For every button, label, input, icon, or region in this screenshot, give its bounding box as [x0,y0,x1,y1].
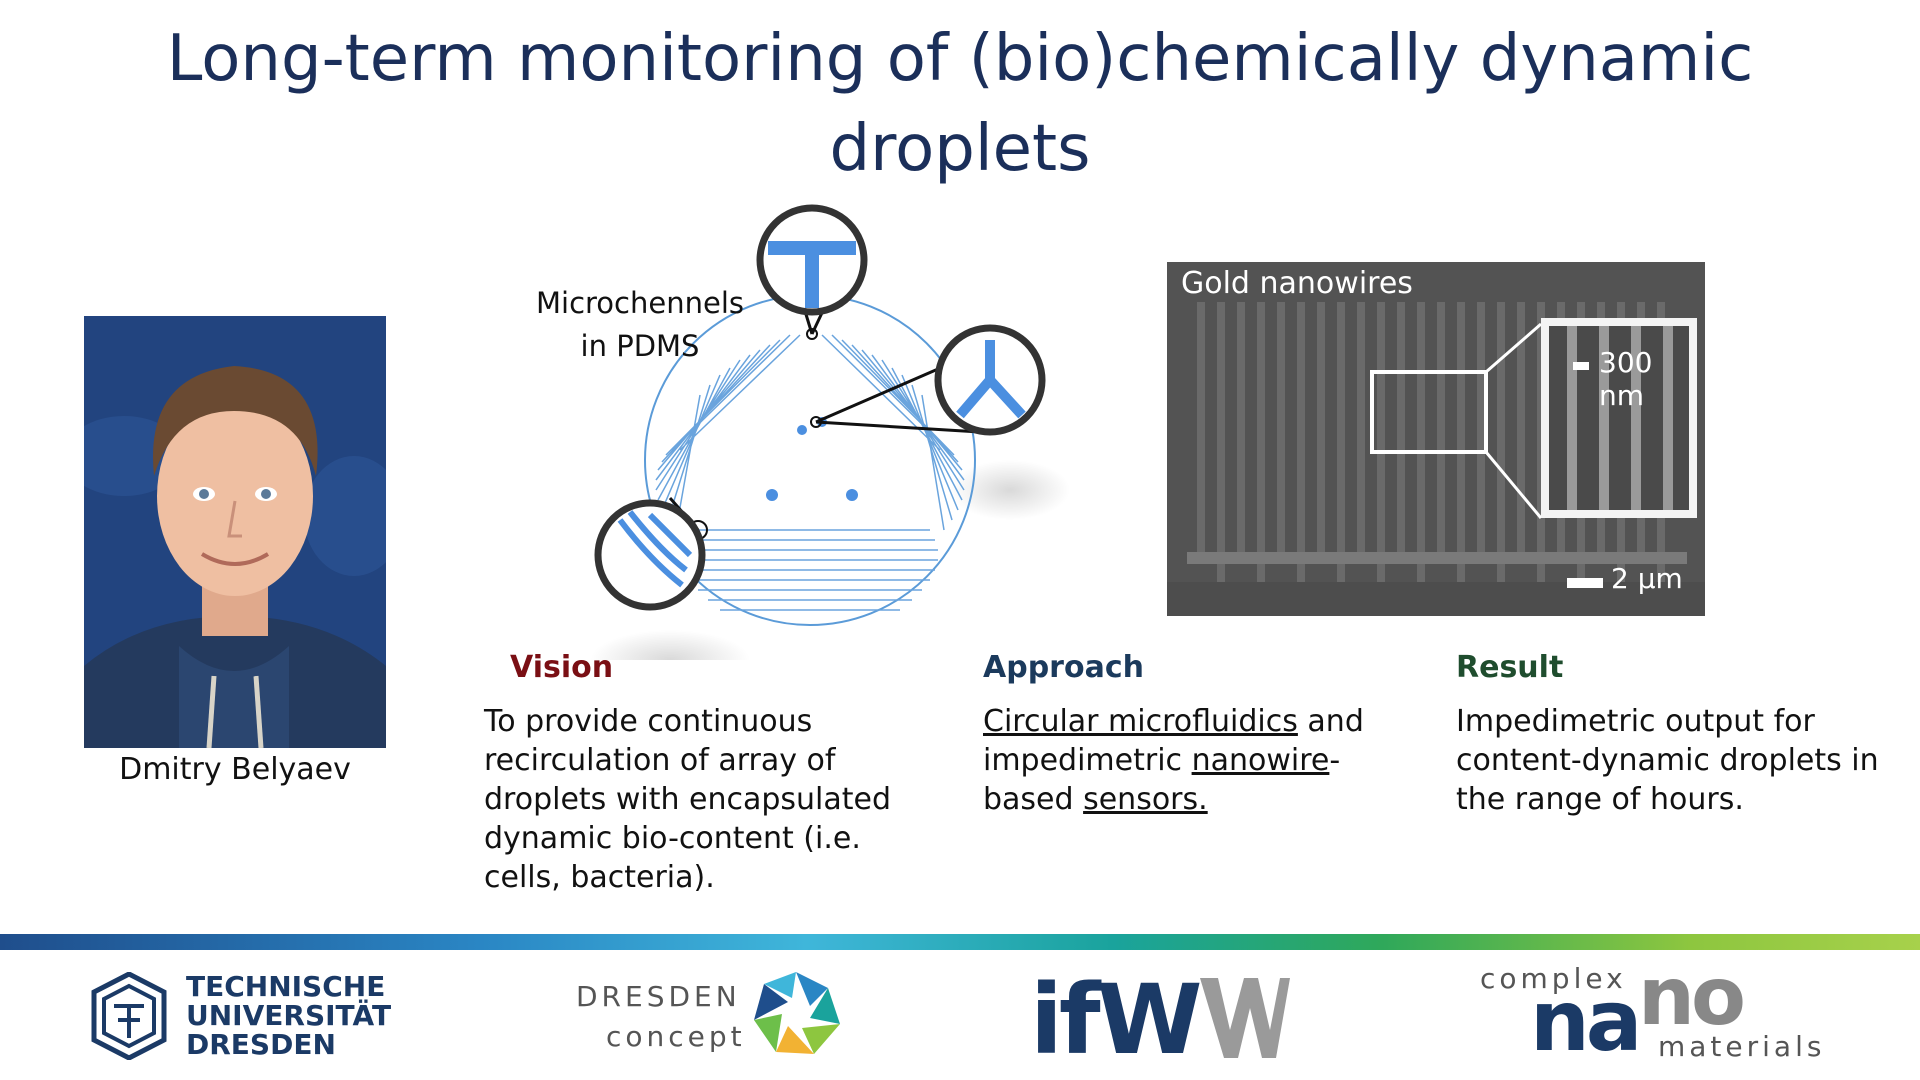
result-text: Impedimetric output for content-dynamic … [1456,702,1896,819]
tud-line-3: DRESDEN [186,1028,336,1061]
complex-nanomaterials-logo: complex na no materials [1480,950,1840,1070]
microchannels-label-line2: in PDMS [580,329,700,363]
result-line-1: Impedimetric output for [1456,704,1815,739]
ifw-logo: ifW [1030,964,1300,1076]
inset-nanowires [1567,326,1673,510]
sem-image: 300 nm 2 µm [1167,262,1705,616]
approach-underlined-2: nanowire [1191,743,1330,778]
microchannels-label-line1: Microchennels [536,286,744,320]
approach-plain-2: impedimetric [983,743,1192,778]
magnifier-bottom-left [594,497,708,611]
portrait-illustration [84,316,386,748]
cn-big-no: no [1638,950,1746,1043]
vision-heading: Vision [510,650,614,685]
magnifier-right [810,324,1046,436]
channel-inlets [766,417,858,501]
approach-plain-3: based [983,782,1084,817]
vision-line-3: droplets with encapsulated [484,782,892,817]
tud-logo: TECHNISCHE UNIVERSITÄT DRESDEN [84,971,404,1061]
cn-big-na: na [1530,972,1643,1070]
approach-text: Circular microfluidics and impedimetric … [983,702,1383,819]
dc-line-1: DRESDEN [576,980,741,1013]
ifw-grey-w-icon [1200,978,1290,1058]
person-name: Dmitry Belyaev [119,752,351,787]
approach-hyphen: - [1329,743,1341,778]
result-line-2: content-dynamic droplets in [1456,743,1879,778]
approach-line-3: based sensors. [983,780,1383,819]
magnifier-top [756,204,868,340]
slide-title: Long-term monitoring of (bio)chemically … [166,22,1754,186]
scale-label-large: 2 µm [1611,562,1683,595]
approach-underlined-1: Circular microfluidics [983,704,1298,739]
approach-plain-1: and [1297,704,1364,739]
approach-underlined-3: sensors. [1083,782,1208,817]
sem-nanowires-illustration [1167,262,1705,616]
approach-heading: Approach [983,650,1144,685]
sem-label: Gold nanowires [1181,266,1413,301]
vision-line-4: dynamic bio-content (i.e. [484,821,861,856]
dc-line-2: concept [606,1020,746,1053]
footer-color-bar [0,934,1920,950]
cn-top: complex [1480,962,1627,995]
vision-text: To provide continuous recirculation of a… [484,702,924,897]
result-line-3: the range of hours. [1456,782,1744,817]
vision-line-2: recirculation of array of [484,743,836,778]
microfluidic-figure [590,200,1070,690]
ifw-text: ifW [1030,964,1203,1076]
vision-line-5: cells, bacteria). [484,860,715,895]
tud-line-2: UNIVERSITÄT [186,999,392,1032]
channel-pattern-bottom [682,529,938,611]
dresden-concept-logo: DRESDEN concept [576,968,856,1064]
tud-logo-text: TECHNISCHE UNIVERSITÄT DRESDEN [186,972,391,1059]
channel-pattern-left [655,334,801,531]
tud-emblem-icon [91,971,167,1061]
scale-label-small: 300 nm [1599,346,1653,412]
microchannels-label: Microchennels in PDMS [510,282,770,368]
result-heading: Result [1456,650,1564,685]
tud-line-1: TECHNISCHE [186,970,386,1003]
portrait-photo [84,316,386,748]
dresden-concept-aperture-icon [754,972,840,1054]
vision-line-1: To provide continuous [484,704,813,739]
microfluidic-chip-diagram [590,204,1070,690]
approach-line-1: Circular microfluidics and [983,702,1383,741]
approach-line-2: impedimetric nanowire- [983,741,1383,780]
cn-bottom: materials [1658,1030,1826,1063]
